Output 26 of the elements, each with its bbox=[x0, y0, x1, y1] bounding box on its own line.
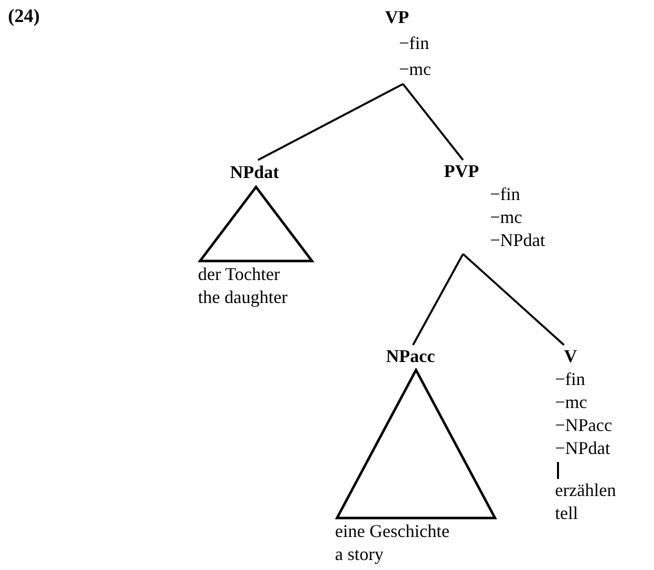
example-number: (24) bbox=[8, 5, 40, 29]
feature-label: tell bbox=[555, 502, 578, 525]
feature-label: −NPdat bbox=[555, 437, 610, 460]
feature-label: −fin bbox=[555, 368, 586, 391]
tree-branch bbox=[412, 254, 464, 346]
feature-label: −fin bbox=[399, 32, 430, 55]
category-label: erzählen bbox=[555, 479, 616, 502]
feature-label: −NPacc bbox=[555, 414, 612, 437]
category-label: V bbox=[564, 345, 577, 368]
phrase-text: eine Geschichte bbox=[335, 520, 450, 543]
category-label: NPacc bbox=[386, 345, 435, 367]
feature-label: −mc bbox=[490, 206, 522, 229]
tree-branch bbox=[462, 253, 565, 346]
phrase-text: a story bbox=[335, 543, 384, 566]
phrase-text: der Tochter bbox=[198, 263, 280, 286]
category-label: PVP bbox=[444, 160, 479, 183]
tree-branch bbox=[402, 83, 464, 161]
feature-label: −mc bbox=[555, 391, 588, 414]
tree-branch bbox=[258, 83, 404, 161]
feature-label: −fin bbox=[490, 183, 520, 206]
category-label: NPdat bbox=[230, 161, 279, 184]
feature-label: −mc bbox=[399, 58, 432, 81]
feature-label: −NPdat bbox=[490, 229, 546, 252]
phrase-text: the daughter bbox=[198, 286, 288, 309]
category-label: VP bbox=[385, 6, 409, 29]
tree-branch bbox=[557, 462, 559, 479]
